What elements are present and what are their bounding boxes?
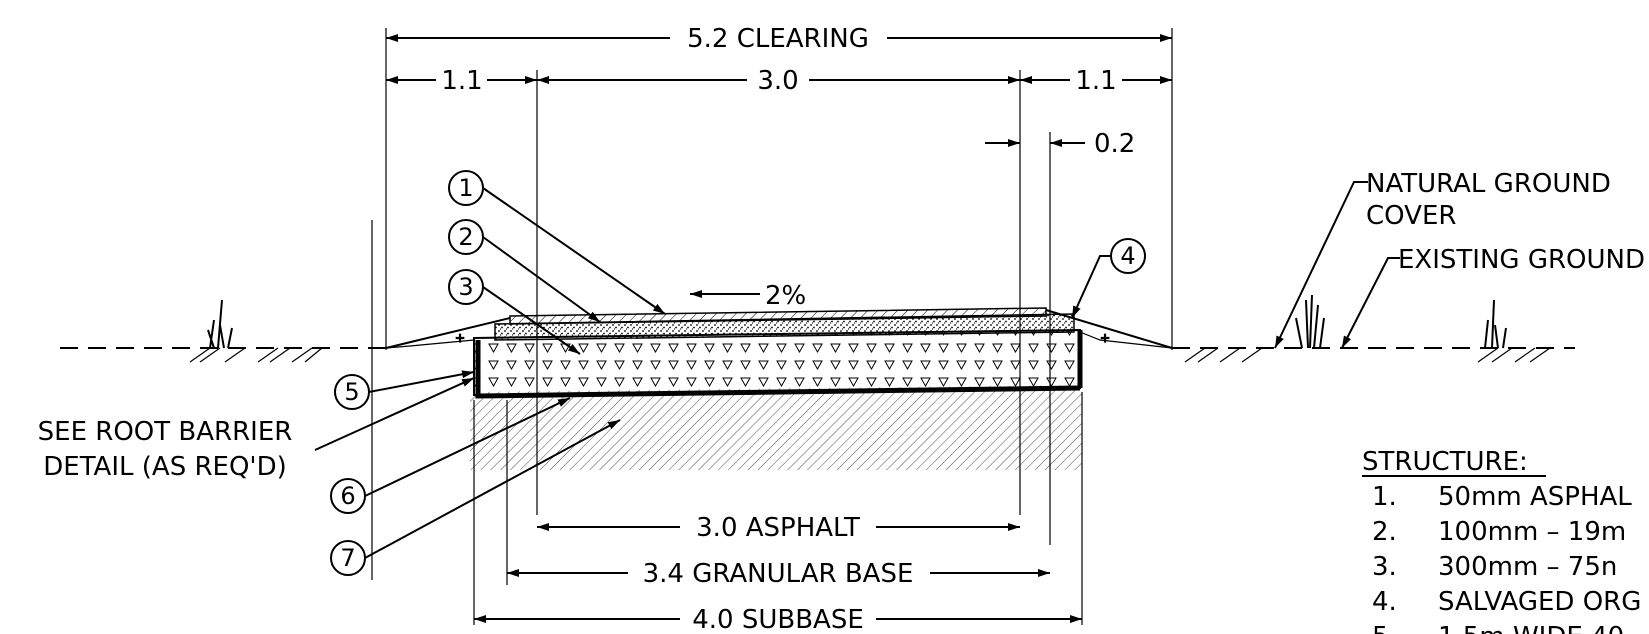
shoulder-right-label: 1.1	[1075, 66, 1116, 96]
callout-4: 4	[1071, 238, 1146, 319]
dimension-clearing: 5.2 CLEARING	[385, 24, 1173, 350]
structure-title: STRUCTURE:	[1362, 447, 1528, 477]
structure-item-num: 5.	[1372, 622, 1397, 634]
slope-indicator: 2%	[690, 281, 806, 311]
structure-item-num: 1.	[1372, 482, 1397, 512]
slope-label: 2%	[765, 281, 806, 311]
structure-legend: STRUCTURE: 1. 50mm ASPHAL 2. 100mm – 19m…	[1362, 447, 1641, 634]
existing-ground-label: EXISTING GROUND	[1398, 245, 1645, 275]
svg-text:6: 6	[340, 482, 355, 510]
structure-item-num: 2.	[1372, 517, 1397, 547]
dimension-asphalt: 3.0 ASPHALT	[537, 513, 1020, 543]
structure-item-text: SALVAGED ORG	[1438, 587, 1641, 617]
asphalt-top-label: 3.0	[757, 66, 798, 96]
dimension-top-row: 1.1 3.0 1.1	[386, 66, 1172, 515]
callout-1: 1	[448, 170, 666, 315]
svg-text:2: 2	[458, 223, 473, 251]
granular-base-label: 3.4 GRANULAR BASE	[643, 559, 914, 589]
svg-text:+: +	[455, 331, 465, 345]
dimension-subbase: 4.0 SUBBASE	[473, 392, 1083, 634]
grass-icon	[1484, 299, 1507, 349]
natural-ground-note: NATURAL GROUND COVER	[1274, 169, 1611, 349]
structure-item-text: 1.5m WIDE 40	[1438, 622, 1624, 634]
structure-item-num: 3.	[1372, 552, 1397, 582]
subbase-label: 4.0 SUBBASE	[692, 605, 864, 634]
callout-3: 3	[448, 269, 581, 355]
pavement-section: + +	[385, 307, 1173, 470]
callout-6: 6	[330, 397, 571, 514]
callout-5: 5	[334, 370, 475, 410]
grass-icon	[207, 299, 233, 349]
callout-7: 7	[330, 419, 621, 576]
natural-ground-line-2: COVER	[1366, 201, 1456, 231]
grass-icon	[1295, 294, 1325, 349]
structure-item-text: 300mm – 75n	[1438, 552, 1617, 582]
structure-item-text: 50mm ASPHAL	[1438, 482, 1632, 512]
svg-text:5: 5	[344, 378, 359, 406]
shoulder-left-label: 1.1	[441, 66, 482, 96]
root-barrier-line-2: DETAIL (AS REQ'D)	[43, 452, 286, 482]
existing-ground-note: EXISTING GROUND	[1341, 245, 1645, 349]
structure-item-num: 4.	[1372, 587, 1397, 617]
callout-2: 2	[448, 219, 601, 323]
structure-item-text: 100mm – 19m	[1438, 517, 1626, 547]
root-barrier-line-1: SEE ROOT BARRIER	[38, 417, 293, 447]
asphalt-label: 3.0 ASPHALT	[696, 513, 860, 543]
svg-text:+: +	[1100, 331, 1110, 345]
dimension-granular-base: 3.4 GRANULAR BASE	[506, 400, 1050, 589]
clearing-label: 5.2 CLEARING	[687, 24, 869, 54]
svg-text:4: 4	[1120, 242, 1135, 270]
svg-text:7: 7	[340, 544, 355, 572]
svg-text:3: 3	[458, 273, 473, 301]
root-barrier-note: SEE ROOT BARRIER DETAIL (AS REQ'D)	[38, 377, 475, 482]
svg-text:1: 1	[458, 174, 473, 202]
offset-label: 0.2	[1094, 129, 1135, 159]
natural-ground-line-1: NATURAL GROUND	[1366, 169, 1611, 199]
existing-ground-line	[60, 347, 1575, 363]
